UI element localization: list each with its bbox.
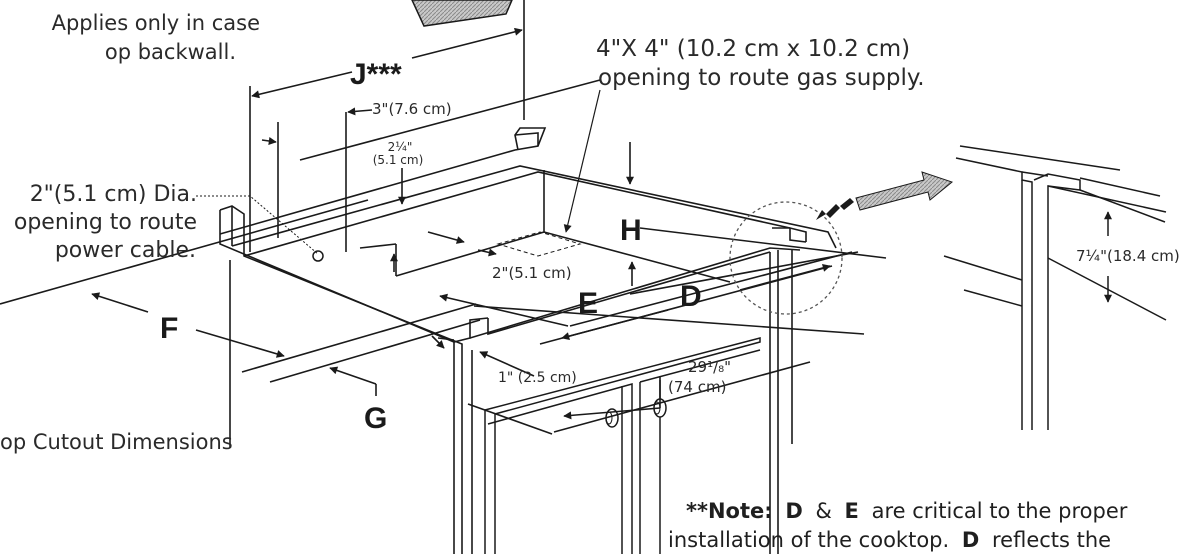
dim-29in-label: 29¹/₈"	[688, 358, 731, 376]
gas-opening-text-line2: opening to route gas supply.	[598, 65, 925, 91]
applies-text-line2: op backwall.	[105, 40, 236, 64]
detail-view	[943, 145, 1167, 430]
note-e: E	[845, 499, 859, 523]
note-line1: **Note: D & E are critical to the proper	[686, 499, 1128, 523]
dim-2-25cm-label: (5.1 cm)	[373, 153, 424, 167]
note-amp: &	[815, 499, 831, 523]
dim-1in-label: 1" (2.5 cm)	[498, 370, 577, 386]
note-line2-text: installation of the cooktop.	[668, 528, 949, 552]
gas-opening	[496, 89, 601, 257]
dim-H-label: H	[620, 214, 642, 247]
dim-2in-label: 2"(5.1 cm)	[492, 264, 572, 282]
dim-F-label: F	[160, 312, 178, 345]
note-d: D	[785, 499, 802, 523]
note-prefix: **Note:	[686, 499, 773, 523]
detail-callout	[729, 171, 954, 315]
backwall-block	[411, 0, 513, 27]
note-d2: D	[962, 528, 979, 552]
countertop-frame	[219, 127, 837, 554]
dimension-lines	[0, 0, 887, 435]
dim-E-label: E	[578, 287, 598, 320]
dim-D-label: D	[680, 280, 702, 313]
cutout-title: op Cutout Dimensions	[0, 430, 233, 454]
dim-J-label: J***	[350, 58, 402, 91]
dim-2-25in-label: 2¼"	[388, 140, 413, 154]
dim-3in-label: 3"(7.6 cm)	[372, 100, 452, 118]
power-opening-text-line2: opening to route	[14, 210, 197, 235]
dim-29cm-label: (74 cm)	[668, 378, 726, 396]
note-rest2: reflects the	[992, 528, 1111, 552]
note-line2: installation of the cooktop. D reflects …	[668, 528, 1111, 552]
power-opening-text-line1: 2"(5.1 cm) Dia.	[30, 182, 197, 207]
gas-opening-text-line1: 4"X 4" (10.2 cm x 10.2 cm)	[596, 36, 910, 62]
power-opening-text-line3: power cable.	[55, 238, 196, 263]
note-rest1: are critical to the proper	[872, 499, 1128, 523]
applies-text-line1: Applies only in case	[52, 11, 260, 35]
dim-7in-label: 7¼"(18.4 cm)	[1076, 247, 1180, 265]
dim-G-label: G	[364, 402, 387, 435]
